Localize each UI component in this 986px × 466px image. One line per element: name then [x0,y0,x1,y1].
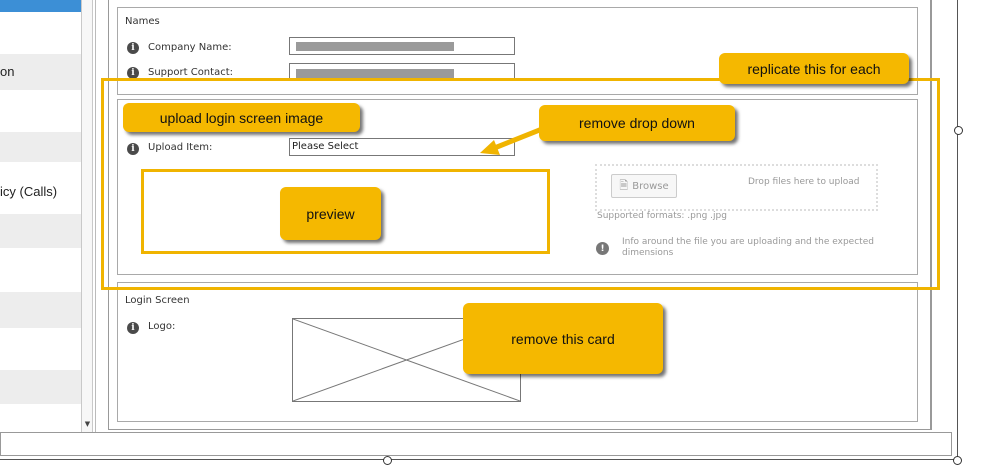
resize-handle[interactable] [383,456,392,465]
logo-label: Logo: [148,321,176,332]
info-icon: i [127,67,139,79]
select-value: Please Select [292,141,359,152]
login-screen-title: Login Screen [125,295,190,306]
callout-upload-login: upload login screen image [123,103,360,132]
file-drop-zone[interactable]: 🗎 Browse Drop files here to upload [595,164,878,211]
file-icon: 🗎 [619,178,629,192]
sidebar-item[interactable]: icy (Calls) [0,178,81,206]
support-contact-label: Support Contact: [148,67,233,78]
replicate-highlight-frame [101,78,940,290]
upload-item-label: Upload Item: [148,142,213,153]
selection-line-right [957,0,958,460]
info-icon: i [127,143,139,155]
callout-remove-card: remove this card [463,303,663,374]
selection-line-bottom [0,459,958,460]
callout-replicate: replicate this for each [719,53,909,84]
sidebar-item[interactable]: on [0,54,81,90]
scroll-down-icon[interactable]: ▼ [84,420,91,428]
sidebar-item[interactable] [0,292,81,328]
upload-info-text: Info around the file you are uploading a… [622,237,874,259]
bottom-bar [0,432,952,456]
sidebar-item-selected[interactable] [0,0,81,12]
callout-remove-dropdown: remove drop down [539,105,735,141]
divider [95,0,96,432]
main-panel [108,0,932,430]
sidebar-scrollbar[interactable]: ▼ [81,0,93,432]
sidebar-item-label: icy (Calls) [0,184,58,199]
upload-info-line1: Info around the file you are uploading a… [622,237,874,247]
browse-button[interactable]: 🗎 Browse [611,174,677,198]
company-name-input[interactable] [289,37,515,55]
sidebar-item-label: on [0,64,15,79]
sidebar-item[interactable] [0,214,81,248]
callout-preview: preview [280,187,381,240]
text-placeholder-bar [296,42,454,51]
info-icon: i [127,322,139,334]
browse-label: Browse [632,180,669,192]
preview-highlight-frame [141,169,550,254]
drop-files-text: Drop files here to upload [748,177,860,187]
main-panel-edge [930,0,931,430]
upload-item-select[interactable]: Please Select [289,138,515,156]
sidebar-item[interactable] [0,370,81,404]
info-icon: i [127,42,139,54]
sidebar: on icy (Calls) [0,0,81,432]
names-card-title: Names [125,16,160,27]
resize-handle[interactable] [953,456,962,465]
supported-formats-text: Supported formats: .png .jpg [597,211,727,221]
company-name-label: Company Name: [148,42,232,53]
callout-arrow-icon [480,126,543,155]
resize-handle[interactable] [954,126,963,135]
sidebar-item[interactable] [0,132,81,162]
text-placeholder-bar [296,69,454,78]
warning-icon: ! [596,242,609,255]
upload-info-line2: dimensions [622,248,674,258]
